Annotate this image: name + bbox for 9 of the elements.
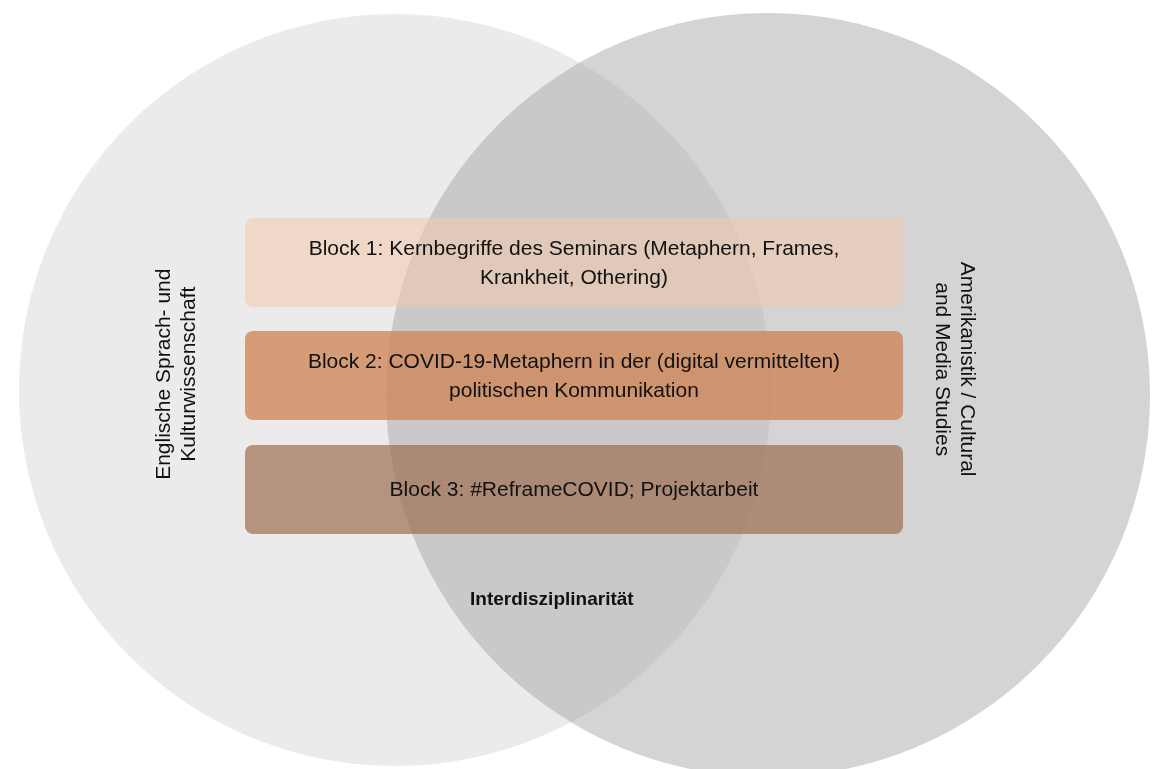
- block-text: Block 1: Kernbegriffe des Seminars (Metaphern, Frames, Krankheit, Othering): [307, 235, 841, 290]
- block-text: Block 2: COVID-19-Metaphern in der (digital vermittelten) politischen Kommunikation: [306, 348, 842, 403]
- content-block: [245, 218, 903, 307]
- block-text: Block 3: #ReframeCOVID; Projektarbeit: [388, 476, 760, 503]
- intersection-label: Interdisziplinarität: [470, 588, 634, 610]
- content-block: [245, 331, 903, 420]
- content-block: [245, 445, 903, 534]
- circle-title: Englische Sprach- und Kulturwissenschaft: [149, 267, 200, 482]
- circle-title: Amerikanistik / Cultural and Media Studies: [930, 260, 981, 479]
